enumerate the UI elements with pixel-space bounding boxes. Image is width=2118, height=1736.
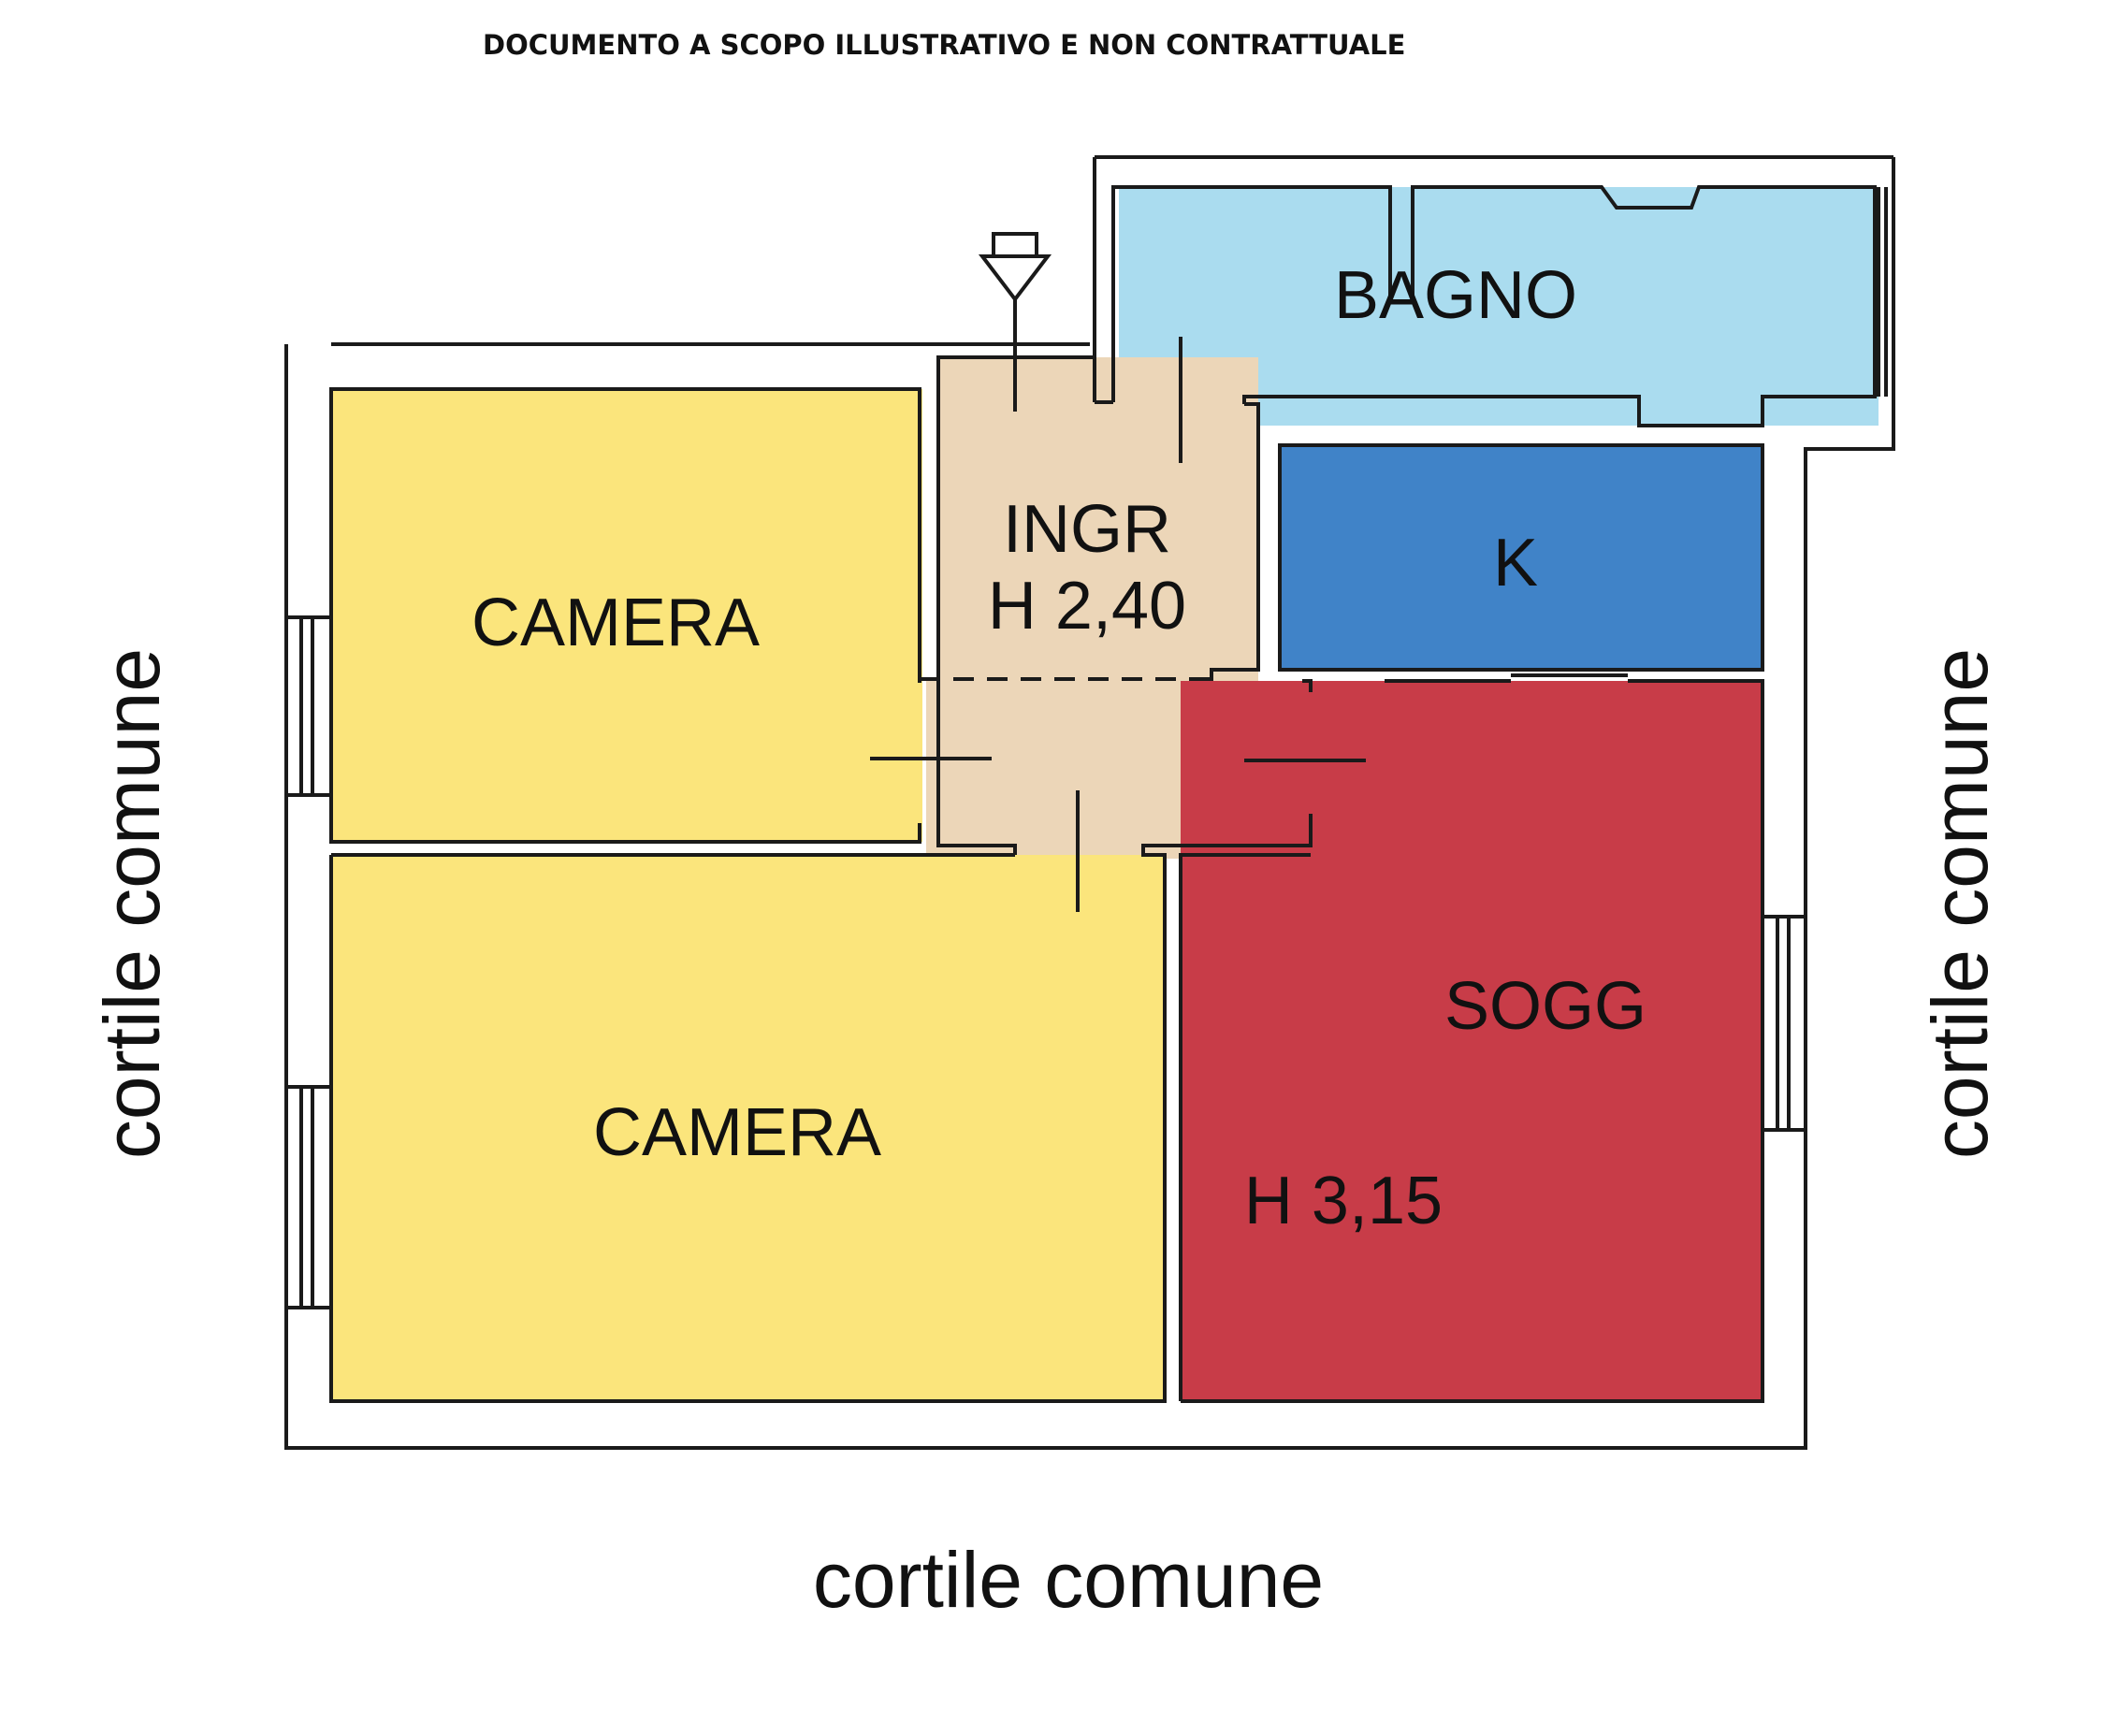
label-kitchen: K (1493, 526, 1538, 600)
room-soggiorno (1181, 681, 1763, 1403)
surround-right: cortile comune (1916, 648, 2004, 1159)
room-ingresso (940, 357, 1258, 685)
room-camera-top (331, 389, 922, 842)
label-ingresso-height: H 2,40 (988, 569, 1186, 644)
surround-bottom: cortile comune (813, 1536, 1324, 1624)
disclaimer-text: DOCUMENTO A SCOPO ILLUSTRATIVO E NON CON… (483, 29, 1405, 61)
entrance-arrow-icon (978, 232, 1052, 357)
label-soggiorno-height: H 3,15 (1244, 1164, 1443, 1238)
label-soggiorno: SOGG (1444, 969, 1647, 1044)
walls (284, 155, 1895, 1450)
room-kitchen (1280, 445, 1763, 670)
room-camera-bottom (331, 855, 1165, 1403)
surround-left: cortile comune (88, 648, 176, 1159)
label-camera-bottom: CAMERA (593, 1095, 881, 1170)
door-marks (870, 337, 1628, 912)
label-bagno: BAGNO (1334, 258, 1577, 333)
label-ingresso: INGR (1003, 492, 1171, 567)
label-camera-top: CAMERA (471, 586, 760, 660)
